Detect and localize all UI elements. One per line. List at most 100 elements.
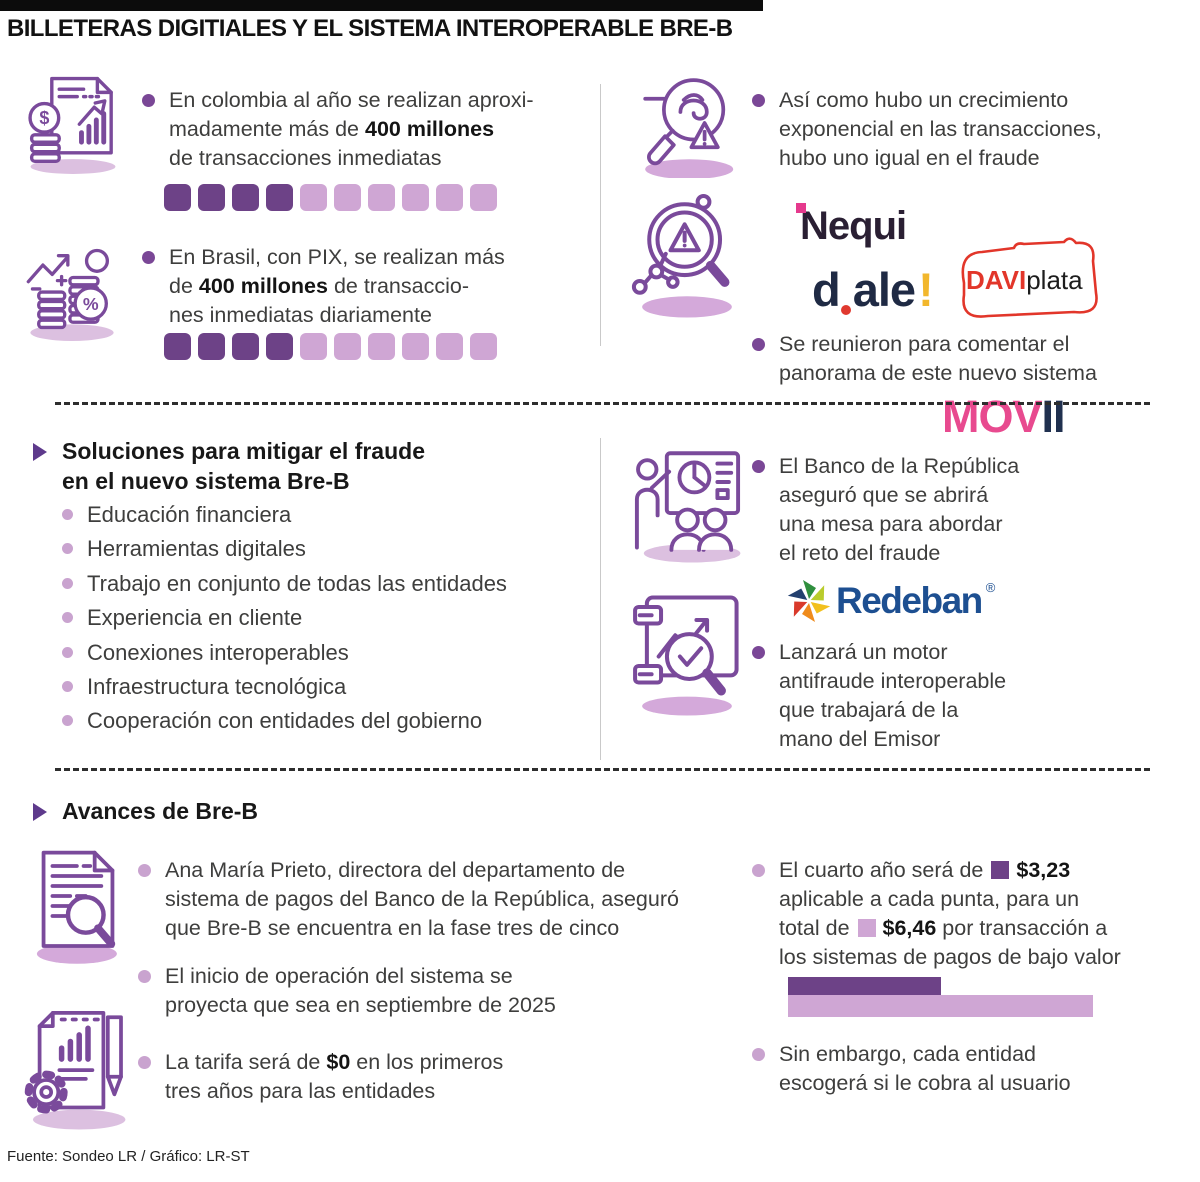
source-credit: Fuente: Sondeo LR / Gráfico: LR-ST bbox=[7, 1148, 250, 1165]
redeban-wordmark: Redeban bbox=[836, 580, 983, 621]
solution-label: Experiencia en cliente bbox=[87, 605, 303, 631]
progress-square bbox=[470, 184, 497, 211]
solution-item: Experiencia en cliente bbox=[62, 601, 507, 635]
colombia-progress-squares bbox=[164, 184, 497, 211]
progress-square bbox=[164, 333, 191, 360]
bullet-tarifa: La tarifa será de $0 en los primeros tre… bbox=[138, 1048, 503, 1106]
section-arrow-icon bbox=[33, 803, 47, 821]
page-title: BILLETERAS DIGITIALES Y EL SISTEMA INTER… bbox=[7, 15, 733, 42]
tarifa-text: La tarifa será de $0 en los primeros tre… bbox=[165, 1048, 503, 1106]
progress-square bbox=[300, 184, 327, 211]
bullet-dot bbox=[752, 460, 765, 473]
top-black-bar bbox=[0, 0, 763, 11]
legend-square-light bbox=[857, 919, 876, 937]
daviplata-logo: DAVIplata bbox=[952, 237, 1104, 321]
svg-text:$: $ bbox=[39, 108, 49, 128]
nequi-logo: Nequi bbox=[796, 203, 1200, 249]
tarifa-text-pre: La tarifa será de bbox=[165, 1050, 327, 1074]
solution-item: Cooperación con entidades del gobierno bbox=[62, 704, 507, 738]
bullet-dot bbox=[62, 612, 73, 624]
avances-heading: Avances de Bre-B bbox=[62, 798, 259, 824]
movii-logo: MOV II bbox=[942, 391, 1200, 443]
redeban-registered-mark: ® bbox=[985, 580, 996, 595]
progress-square bbox=[334, 184, 361, 211]
bullet-dot bbox=[62, 509, 73, 520]
brasil-progress-squares bbox=[164, 333, 497, 360]
redeban-pinwheel-icon bbox=[787, 580, 831, 622]
colombia-text-bold: 400 millones bbox=[365, 117, 495, 141]
progress-square bbox=[470, 333, 497, 360]
redeban-logo: Redeban ® bbox=[786, 576, 995, 626]
bullet-inicio: El inicio de operación del sistema se pr… bbox=[138, 962, 556, 1020]
column-divider bbox=[600, 84, 601, 346]
bullet-dot bbox=[752, 864, 765, 877]
fee-bar bbox=[788, 977, 941, 995]
solution-label: Conexiones interoperables bbox=[87, 639, 349, 665]
section-divider bbox=[55, 768, 1150, 771]
daviplata-house-icon bbox=[961, 237, 1098, 318]
bullet-dot bbox=[138, 1056, 151, 1069]
progress-square bbox=[232, 333, 259, 360]
fee-bars-chart bbox=[788, 977, 1093, 1017]
bullet-banco: El Banco de la República aseguró que se … bbox=[752, 452, 1019, 568]
brasil-text: En Brasil, con PIX, se realizan más de 4… bbox=[169, 243, 505, 330]
progress-square bbox=[266, 333, 293, 360]
dale-exclamation: ! bbox=[918, 263, 934, 316]
bullet-lanzara: Lanzará un motor antifraude interoperabl… bbox=[752, 638, 1006, 754]
document-gear-icon bbox=[22, 1006, 132, 1132]
antifraud-board-icon bbox=[628, 588, 746, 718]
bullet-cuarto: El cuarto año será de $3,23 aplicable a … bbox=[752, 856, 1121, 972]
progress-square bbox=[198, 333, 225, 360]
colombia-text-pre: En colombia al año se realizan aproxi- m… bbox=[169, 88, 534, 141]
svg-text:%: % bbox=[83, 294, 99, 314]
brasil-text-post: de transaccio- nes inmediatas diariament… bbox=[169, 274, 469, 327]
progress-square bbox=[266, 184, 293, 211]
presenter-board-icon bbox=[630, 446, 745, 564]
solution-item: Infraestructura tecnológica bbox=[62, 670, 507, 704]
solution-item: Educación financiera bbox=[62, 498, 507, 532]
section-divider bbox=[55, 402, 1150, 405]
inicio-text: El inicio de operación del sistema se pr… bbox=[165, 964, 556, 1017]
cuarto-value-2: $6,46 bbox=[882, 916, 937, 940]
bullet-reunion: Se reunieron para comentar el panorama d… bbox=[752, 330, 1097, 388]
bullet-ana: Ana María Prieto, directora del departam… bbox=[138, 856, 679, 943]
coins-growth-icon: % bbox=[20, 238, 124, 342]
dale-logo: d ale ! bbox=[812, 262, 934, 317]
progress-square bbox=[334, 333, 361, 360]
document-magnifier-icon bbox=[28, 848, 128, 964]
brasil-text-bold: 400 millones bbox=[198, 274, 328, 298]
nequi-dot-icon bbox=[796, 203, 806, 213]
nequi-wordmark: Nequi bbox=[800, 204, 907, 248]
solution-label: Trabajo en conjunto de todas las entidad… bbox=[87, 570, 507, 596]
crecimiento-text: Así como hubo un crecimiento exponencial… bbox=[779, 88, 1102, 170]
colombia-text-post: de transacciones inmediatas bbox=[169, 146, 442, 170]
solution-label: Herramientas digitales bbox=[87, 536, 306, 562]
progress-square bbox=[164, 184, 191, 211]
fraud-magnifier-icon bbox=[632, 68, 742, 178]
cuarto-text-post: por transacción a los sistemas de pagos … bbox=[779, 916, 1121, 969]
progress-square bbox=[436, 184, 463, 211]
lanzara-text: Lanzará un motor antifraude interoperabl… bbox=[779, 640, 1007, 751]
bullet-colombia: En colombia al año se realizan aproxi- m… bbox=[142, 86, 534, 173]
bullet-dot bbox=[142, 94, 155, 107]
solution-label: Infraestructura tecnológica bbox=[87, 673, 347, 699]
progress-square bbox=[300, 333, 327, 360]
fee-bar bbox=[788, 995, 1093, 1017]
progress-square bbox=[436, 333, 463, 360]
colombia-text: En colombia al año se realizan aproxi- m… bbox=[169, 86, 534, 173]
progress-square bbox=[198, 184, 225, 211]
bullet-dot bbox=[62, 577, 73, 589]
cuarto-text-mid: aplicable a cada punta, para un total de bbox=[779, 887, 1080, 940]
brasil-text-pre: En Brasil, con PIX, se realizan más de bbox=[169, 245, 505, 298]
cuarto-text: El cuarto año será de $3,23 aplicable a … bbox=[779, 856, 1121, 972]
finance-report-icon: $ bbox=[20, 68, 126, 174]
bullet-dot bbox=[138, 864, 151, 877]
bullet-dot bbox=[752, 646, 765, 659]
cuarto-text-pre: El cuarto año será de bbox=[779, 858, 990, 882]
ana-text: Ana María Prieto, directora del departam… bbox=[165, 858, 679, 940]
bullet-dot bbox=[752, 338, 765, 351]
bullet-dot bbox=[62, 715, 73, 727]
bullet-dot bbox=[62, 680, 73, 692]
daviplata-wordmark: DAVIplata bbox=[966, 265, 1083, 296]
